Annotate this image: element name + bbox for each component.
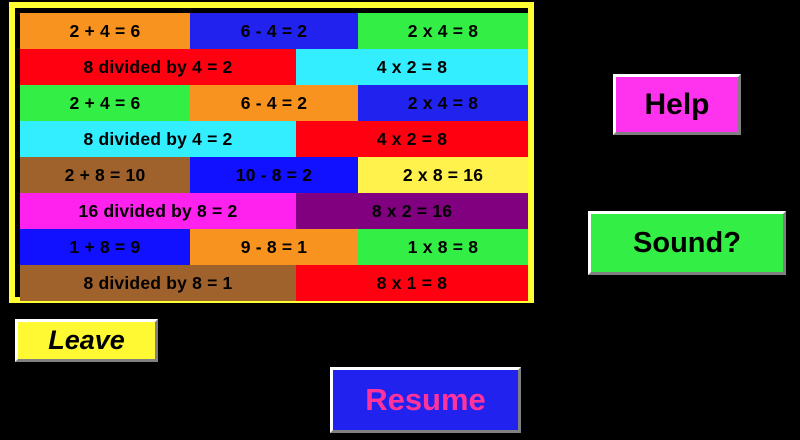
fact-cell[interactable]: 1 x 8 = 8 xyxy=(358,229,528,265)
fact-cell[interactable]: 8 divided by 4 = 2 xyxy=(20,49,296,85)
fact-cell[interactable]: 8 x 1 = 8 xyxy=(296,265,528,301)
leave-button-label: Leave xyxy=(48,325,125,355)
fact-cell[interactable]: 8 x 2 = 16 xyxy=(296,193,528,229)
fact-cell[interactable]: 4 x 2 = 8 xyxy=(296,121,528,157)
fact-cell[interactable]: 2 + 4 = 6 xyxy=(20,85,190,121)
resume-button-label: Resume xyxy=(365,382,486,417)
fact-cell[interactable]: 6 - 4 = 2 xyxy=(190,13,358,49)
fact-cell[interactable]: 2 + 8 = 10 xyxy=(20,157,190,193)
sound-button[interactable]: Sound? xyxy=(588,211,786,275)
fact-cell[interactable]: 1 + 8 = 9 xyxy=(20,229,190,265)
fact-cell[interactable]: 8 divided by 8 = 1 xyxy=(20,265,296,301)
leave-button[interactable]: Leave xyxy=(15,319,158,362)
fact-cell[interactable]: 2 x 8 = 16 xyxy=(358,157,528,193)
fact-cell[interactable]: 2 + 4 = 6 xyxy=(20,13,190,49)
fact-cell[interactable]: 6 - 4 = 2 xyxy=(190,85,358,121)
fact-cell[interactable]: 4 x 2 = 8 xyxy=(296,49,528,85)
sound-button-label: Sound? xyxy=(633,226,741,259)
fact-cell[interactable]: 8 divided by 4 = 2 xyxy=(20,121,296,157)
fact-cell[interactable]: 2 x 4 = 8 xyxy=(358,13,528,49)
fact-cell[interactable]: 2 x 4 = 8 xyxy=(358,85,528,121)
fact-cell[interactable]: 10 - 8 = 2 xyxy=(190,157,358,193)
help-button-label: Help xyxy=(644,87,710,121)
fact-cell[interactable]: 16 divided by 8 = 2 xyxy=(20,193,296,229)
help-button[interactable]: Help xyxy=(613,74,741,135)
resume-button[interactable]: Resume xyxy=(330,367,521,433)
fact-cell[interactable]: 9 - 8 = 1 xyxy=(190,229,358,265)
